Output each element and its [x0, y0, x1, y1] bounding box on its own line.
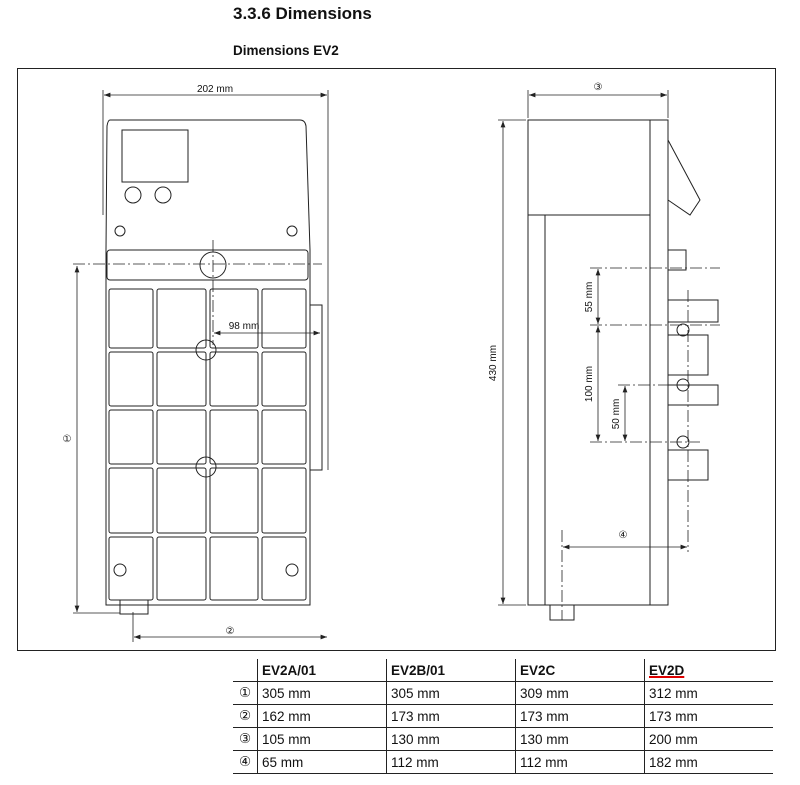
grid-cell	[156, 536, 207, 601]
grid-cell	[209, 351, 259, 407]
grid-cell	[261, 409, 307, 465]
grid-cell	[108, 409, 154, 465]
row-marker: ④	[233, 750, 258, 774]
drawing-frame	[17, 68, 776, 651]
grid-cell	[209, 409, 259, 465]
grid-cell	[261, 351, 307, 407]
table-cell: 173 mm	[515, 704, 645, 728]
grid-cell	[261, 288, 307, 349]
table-cell: 309 mm	[515, 681, 645, 705]
grid-cell	[156, 288, 207, 349]
grid-cell	[108, 467, 154, 534]
header-cell: EV2A/01	[257, 659, 387, 682]
header-cell: EV2B/01	[386, 659, 516, 682]
table-cell: 182 mm	[644, 750, 773, 774]
height-label: 430 mm	[488, 345, 499, 381]
marker-1: ①	[63, 434, 72, 445]
grid-cell	[209, 467, 259, 534]
table-cell: 105 mm	[257, 727, 387, 751]
side-view	[527, 119, 719, 621]
row-marker: ③	[233, 727, 258, 751]
table-cell: 130 mm	[515, 727, 645, 751]
marker-3: ③	[594, 82, 603, 93]
table-cell: 312 mm	[644, 681, 773, 705]
grid-cell	[108, 536, 154, 601]
header-cell: EV2D	[649, 662, 685, 678]
grid-cell	[261, 467, 307, 534]
header-cell: EV2C	[515, 659, 645, 682]
table-cell: 173 mm	[386, 704, 516, 728]
grid-cell	[209, 288, 259, 349]
row-marker: ②	[233, 704, 258, 728]
dim-100-label: 100 mm	[584, 366, 595, 402]
table-cell: 200 mm	[644, 727, 773, 751]
grid-cell	[156, 351, 207, 407]
figure-title: Dimensions EV2	[233, 43, 339, 58]
grid-cell	[209, 536, 259, 601]
front-view	[105, 119, 323, 615]
grid-cell	[156, 409, 207, 465]
table-cell: 130 mm	[386, 727, 516, 751]
dim-55-label: 55 mm	[584, 282, 595, 313]
table-cell: 112 mm	[515, 750, 645, 774]
table-cell: 112 mm	[386, 750, 516, 774]
offset-label: 98 mm	[229, 321, 260, 332]
table-cell: 173 mm	[644, 704, 773, 728]
grid-cell	[108, 351, 154, 407]
dim-50-label: 50 mm	[611, 399, 622, 430]
table-cell: 65 mm	[257, 750, 387, 774]
header-cell	[233, 659, 258, 682]
section-heading: 3.3.6 Dimensions	[233, 4, 372, 23]
grid-cell	[261, 536, 307, 601]
width-label: 202 mm	[197, 84, 233, 95]
table-cell: 305 mm	[386, 681, 516, 705]
marker-4: ④	[619, 530, 628, 541]
grid-cell	[156, 467, 207, 534]
marker-2: ②	[226, 626, 235, 637]
table-header-row: EV2A/01 EV2B/01 EV2C EV2D	[233, 659, 773, 682]
table-cell: 162 mm	[257, 704, 387, 728]
grid-cell	[108, 288, 154, 349]
dimension-drawing: 202 mm 98 mm ① ② ③ ④ 430 mm 55 mm 100 mm…	[63, 82, 720, 642]
row-marker: ①	[233, 681, 258, 705]
dimension-lines	[73, 90, 720, 642]
table-cell: 305 mm	[257, 681, 387, 705]
